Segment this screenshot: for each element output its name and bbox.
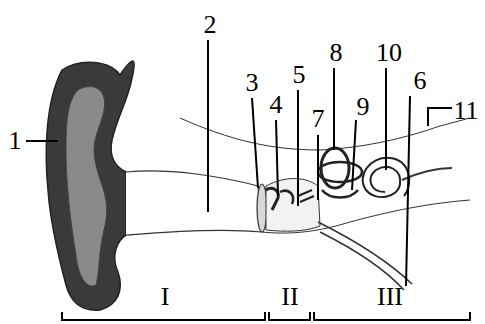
callout-number: 10 (376, 40, 402, 66)
skull-line (180, 118, 470, 150)
callout-number: 3 (246, 70, 259, 96)
callout-number: 7 (312, 106, 325, 132)
vestibule (322, 190, 358, 198)
region-numeral: II (281, 284, 298, 310)
incus (280, 191, 293, 204)
callout-number: 1 (9, 128, 22, 154)
leader-lines (26, 40, 452, 286)
stapes (298, 190, 314, 202)
callout-number: 2 (204, 12, 217, 38)
region-numeral: III (377, 284, 403, 310)
auricle-inner (66, 87, 107, 286)
ear-canal (126, 171, 262, 235)
eustachian-tube (320, 232, 404, 290)
callout-number: 4 (270, 92, 283, 118)
callout-number: 5 (293, 62, 306, 88)
region-numeral: I (161, 284, 170, 310)
callout-number: 6 (414, 68, 427, 94)
eustachian-tube (318, 222, 412, 284)
auditory-nerve (402, 168, 452, 180)
callout-number: 11 (453, 98, 478, 124)
callout-number: 8 (330, 40, 343, 66)
malleus (266, 188, 278, 210)
region-brackets (62, 312, 470, 320)
middle-ear (266, 179, 320, 232)
auricle (46, 61, 134, 310)
semicircular-canal (318, 162, 362, 182)
callout-number: 9 (357, 94, 370, 120)
